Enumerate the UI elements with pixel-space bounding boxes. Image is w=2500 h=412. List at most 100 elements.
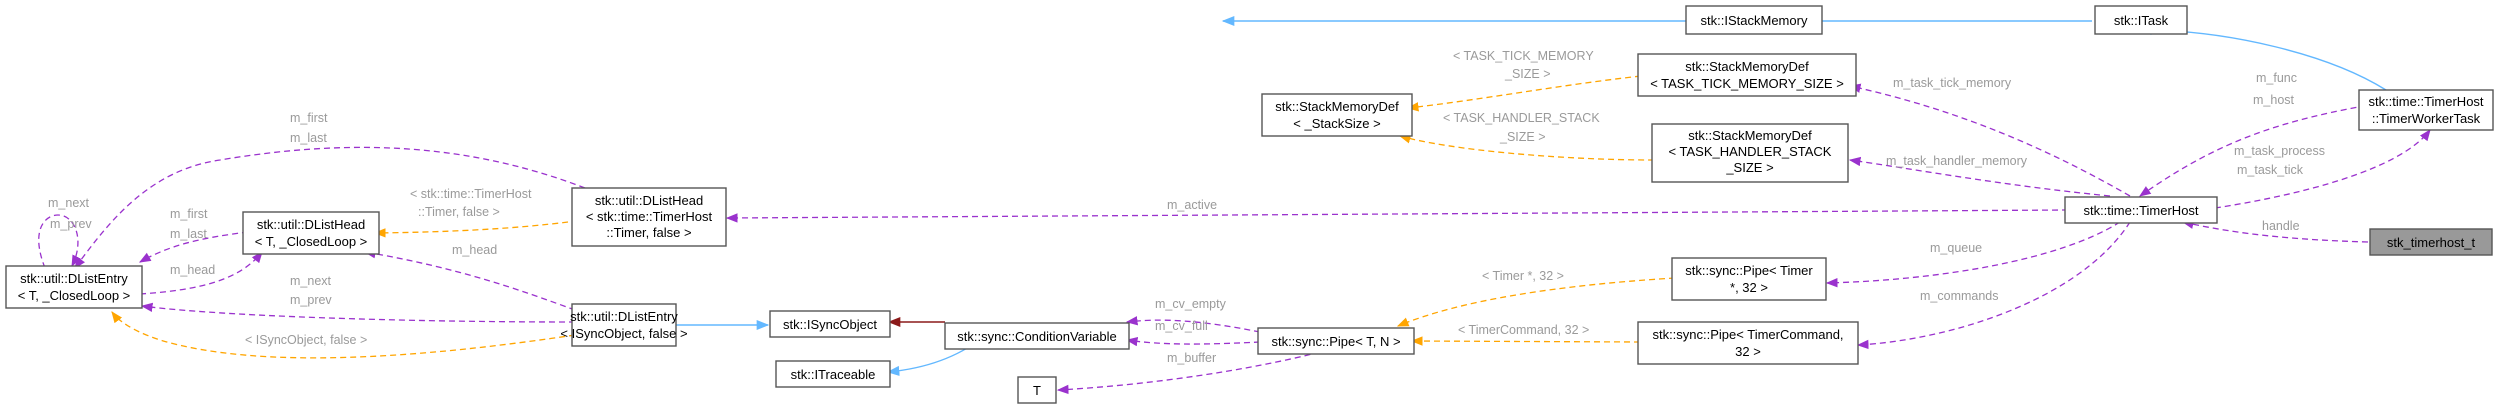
- label-m-buffer: m_buffer: [1167, 351, 1216, 365]
- label-m-task-process: m_task_process: [2234, 144, 2325, 158]
- label-handler-tmpl-2: _SIZE >: [1499, 130, 1546, 144]
- node-dlistentry-generic-line-1: stk::util::DListEntry: [20, 271, 128, 286]
- node-pipe-generic-label: stk::sync::Pipe< T, N >: [1271, 334, 1400, 349]
- node-dlistentry-isync-line-2: < ISyncObject, false >: [560, 326, 687, 341]
- node-timerworkertask-line-2: ::TimerWorkerTask: [2372, 111, 2481, 126]
- edge-m-head-e: [363, 249, 576, 311]
- node-itask[interactable]: stk::ITask: [2094, 5, 2188, 35]
- node-istackmemory-label: stk::IStackMemory: [1701, 13, 1808, 28]
- edge-m-queue: [1825, 221, 2121, 288]
- node-timerhost[interactable]: stk::time::TimerHost: [2064, 196, 2218, 224]
- label-m-prev-loop: m_prev: [50, 217, 92, 231]
- node-smd-handler-line-3: _SIZE >: [1725, 160, 1773, 175]
- label-m-active: m_active: [1167, 198, 1217, 212]
- label-m-cv-empty: m_cv_empty: [1155, 297, 1227, 311]
- node-istackmemory[interactable]: stk::IStackMemory: [1685, 5, 1823, 35]
- edge-m-cv-full: [1125, 336, 1261, 347]
- node-smd-handler-line-1: stk::StackMemoryDef: [1688, 128, 1812, 143]
- node-dlistentry-isync-line-1: stk::util::DListEntry: [570, 309, 678, 324]
- edge-m-head-h: [139, 251, 263, 295]
- label-cmd-pipe-tmpl: < TimerCommand, 32 >: [1458, 323, 1589, 337]
- edge-m-first-m-last-h: [138, 231, 249, 263]
- node-pipe-timer-line-1: stk::sync::Pipe< Timer: [1685, 263, 1813, 278]
- node-smd-generic-line-2: < _StackSize >: [1293, 116, 1380, 131]
- label-m-last-h: m_last: [170, 227, 207, 241]
- node-smd-tick-line-2: < TASK_TICK_MEMORY_SIZE >: [1650, 76, 1844, 91]
- node-smd-handler-line-2: < TASK_HANDLER_STACK: [1669, 144, 1832, 159]
- label-m-task-tick-memory: m_task_tick_memory: [1893, 76, 2012, 90]
- node-t[interactable]: T: [1017, 376, 1057, 404]
- label-m-prev-e: m_prev: [290, 293, 332, 307]
- node-dlisthead-generic-line-1: stk::util::DListHead: [257, 217, 365, 232]
- edge-m-next-m-prev-e: [140, 302, 576, 323]
- edge-m-active: [725, 209, 2069, 223]
- node-condvar[interactable]: stk::sync::ConditionVariable: [944, 322, 1130, 350]
- edge-handle: [2181, 219, 2369, 243]
- node-pipe-cmd[interactable]: stk::sync::Pipe< TimerCommand, 32 >: [1637, 321, 1859, 365]
- edge-cmd-pipe-tmpl: [1410, 336, 1641, 346]
- edge-handler-tmpl: [1398, 134, 1655, 161]
- node-dlisthead-timer-line-3: ::Timer, false >: [606, 225, 691, 240]
- label-m-first-h: m_first: [170, 207, 208, 221]
- node-dlisthead-timer[interactable]: stk::util::DListHead < stk::time::TimerH…: [571, 187, 727, 247]
- edge-m-task-handler-memory: [1848, 156, 2111, 197]
- node-dlisthead-generic-line-2: < T, _ClosedLoop >: [255, 234, 368, 249]
- label-handler-tmpl-1: < TASK_HANDLER_STACK: [1443, 111, 1600, 125]
- label-tick-tmpl-1: < TASK_TICK_MEMORY: [1453, 49, 1594, 63]
- edge-tick-tmpl: [1406, 75, 1642, 112]
- label-tick-tmpl-2: _SIZE >: [1504, 67, 1551, 81]
- node-isyncobject-label: stk::ISyncObject: [783, 317, 877, 332]
- node-pipe-cmd-line-2: 32 >: [1735, 344, 1761, 359]
- edge-timerhost-tmpl: [373, 221, 569, 238]
- edge-m-task-process: [2214, 129, 2431, 209]
- node-itraceable[interactable]: stk::ITraceable: [775, 360, 891, 388]
- edge-m-first-m-last-top: [74, 146, 586, 269]
- label-handle: handle: [2262, 219, 2300, 233]
- label-m-head-e: m_head: [452, 243, 497, 257]
- node-itraceable-label: stk::ITraceable: [791, 367, 876, 382]
- node-timerhost-t-label: stk_timerhost_t: [2387, 235, 2476, 250]
- label-timerhost-tmpl-1: < stk::time::TimerHost: [410, 187, 532, 201]
- label-m-commands: m_commands: [1920, 289, 1999, 303]
- node-timerhost-label: stk::time::TimerHost: [2083, 203, 2198, 218]
- node-itask-label: stk::ITask: [2114, 13, 2169, 28]
- node-dlisthead-generic[interactable]: stk::util::DListHead < T, _ClosedLoop >: [242, 211, 380, 255]
- edge-m-task-tick-memory: [1848, 83, 2131, 197]
- edge-m-buffer: [1056, 351, 1321, 395]
- node-timerworkertask[interactable]: stk::time::TimerHost ::TimerWorkerTask: [2358, 89, 2494, 131]
- label-m-head-h: m_head: [170, 263, 215, 277]
- edge-isync-tmpl: [111, 311, 576, 359]
- label-m-task-tick: m_task_tick: [2237, 163, 2304, 177]
- node-smd-generic[interactable]: stk::StackMemoryDef < _StackSize >: [1261, 93, 1413, 137]
- node-isyncobject[interactable]: stk::ISyncObject: [769, 310, 891, 338]
- node-dlistentry-isync[interactable]: stk::util::DListEntry < ISyncObject, fal…: [560, 303, 688, 347]
- node-timerworkertask-line-1: stk::time::TimerHost: [2368, 94, 2483, 109]
- node-smd-tick-line-1: stk::StackMemoryDef: [1685, 59, 1809, 74]
- node-pipe-timer[interactable]: stk::sync::Pipe< Timer *, 32 >: [1671, 257, 1827, 301]
- edge-m-func-host: [2139, 101, 2387, 197]
- label-timer-pipe-tmpl: < Timer *, 32 >: [1482, 269, 1564, 283]
- node-dlisthead-timer-line-1: stk::util::DListHead: [595, 193, 703, 208]
- label-m-first: m_first: [290, 111, 328, 125]
- node-smd-tick[interactable]: stk::StackMemoryDef < TASK_TICK_MEMORY_S…: [1637, 53, 1857, 97]
- label-timerhost-tmpl-2: ::Timer, false >: [418, 205, 500, 219]
- edge-timer-pipe-tmpl: [1396, 277, 1676, 327]
- label-m-task-handler-memory: m_task_handler_memory: [1886, 154, 2028, 168]
- node-smd-handler[interactable]: stk::StackMemoryDef < TASK_HANDLER_STACK…: [1651, 123, 1849, 183]
- label-m-queue: m_queue: [1930, 241, 1982, 255]
- label-m-host: m_host: [2253, 93, 2295, 107]
- label-m-cv-full: m_cv_full: [1155, 319, 1208, 333]
- node-t-label: T: [1033, 383, 1041, 398]
- node-pipe-generic[interactable]: stk::sync::Pipe< T, N >: [1257, 327, 1415, 355]
- label-m-func: m_func: [2256, 71, 2297, 85]
- label-m-next-loop: m_next: [48, 196, 90, 210]
- node-dlistentry-generic[interactable]: stk::util::DListEntry < T, _ClosedLoop >: [5, 265, 143, 309]
- node-timerhost-t[interactable]: stk_timerhost_t: [2369, 228, 2493, 256]
- edge-m-cv-empty: [1125, 316, 1261, 333]
- node-pipe-cmd-line-1: stk::sync::Pipe< TimerCommand,: [1652, 327, 1843, 342]
- edge-self-loop: [38, 214, 81, 269]
- edge-m-commands: [1856, 221, 2131, 350]
- node-condvar-label: stk::sync::ConditionVariable: [957, 329, 1116, 344]
- node-smd-generic-line-1: stk::StackMemoryDef: [1275, 99, 1399, 114]
